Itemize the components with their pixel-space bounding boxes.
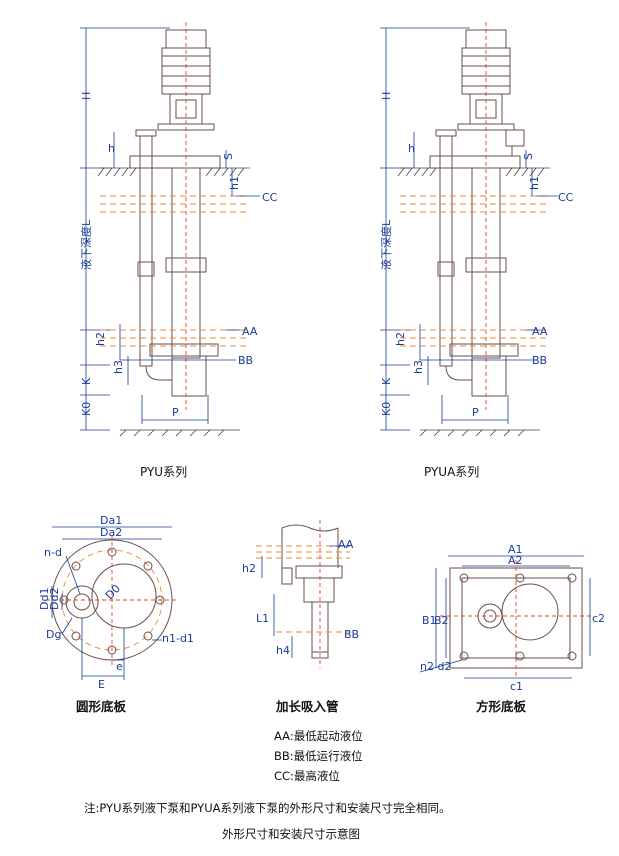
legend-cc: CC:最高液位 — [274, 769, 340, 783]
pyua-label-K0: K0 — [380, 402, 393, 416]
pyua-label-P: P — [472, 406, 479, 419]
pyua-label-AA: AA — [532, 325, 548, 338]
legend-bb: BB:最低运行液位 — [274, 749, 363, 763]
round-label-Dd2: Dd2 — [48, 588, 61, 610]
pipe-label-h2: h2 — [242, 562, 256, 575]
pyu-label-h3: h3 — [112, 360, 125, 374]
round-label-E: E — [98, 678, 105, 691]
pyu-label-h2: h2 — [94, 332, 107, 346]
square-plate-diagram: A1 A2 B1 B2 c2 n2 d2 c1 — [419, 543, 605, 693]
legend-aa: AA:最低起动液位 — [274, 729, 363, 743]
pyu-label-S: S — [222, 153, 235, 160]
pyu-label-K: K — [80, 377, 93, 385]
pyua-label-h2: h2 — [394, 332, 407, 346]
square-label-A2: A2 — [508, 554, 523, 567]
round-label-Dd1: Dd1 — [38, 588, 51, 610]
pyua-label-h1: h1 — [528, 176, 541, 190]
pyua-label-H: H — [380, 92, 393, 100]
pyu-label-h: h — [108, 142, 115, 155]
round-label-e: e — [116, 660, 123, 673]
suction-pipe-diagram: AA h2 L1 BB h4 — [242, 520, 359, 668]
pipe-label-h4: h4 — [276, 644, 290, 657]
pyua-label-BB: BB — [532, 354, 547, 367]
round-label-Da1: Da1 — [100, 514, 122, 527]
pyu-label-H: H — [80, 92, 93, 100]
pyua-label-h3: h3 — [412, 360, 425, 374]
pyua-diagram: H 液下深度L K K0 h h2 h3 — [379, 22, 574, 437]
suction-pipe-caption: 加长吸入管 — [275, 699, 339, 714]
round-label-Dg: Dg — [46, 628, 61, 641]
pyu-label-K0: K0 — [80, 402, 93, 416]
pipe-label-L1: L1 — [256, 612, 269, 625]
pyu-label-BB: BB — [238, 354, 253, 367]
round-label-Da2: Da2 — [100, 526, 122, 539]
round-label-D0: D0 — [103, 582, 123, 602]
round-label-n1d1: n1-d1 — [162, 632, 194, 645]
square-label-B2: B2 — [434, 614, 449, 627]
pyua-label-K: K — [380, 377, 393, 385]
round-plate-caption: 圆形底板 — [76, 699, 127, 714]
footnote: 注:PYU系列液下泵和PYUA系列液下泵的外形尺寸和安装尺寸完全相同。 — [84, 801, 451, 815]
square-label-B1: B1 — [422, 614, 437, 627]
pipe-label-AA: AA — [338, 538, 354, 551]
pyu-diagram: H 液下深度L K K0 h h2 h3 — [79, 22, 278, 437]
pyua-caption: PYUA系列 — [424, 465, 479, 479]
square-label-c1: c1 — [510, 680, 523, 693]
pyu-caption: PYU系列 — [140, 465, 187, 479]
square-plate-caption: 方形底板 — [476, 699, 527, 714]
pyua-label-CC: CC — [558, 191, 574, 204]
pyu-label-AA: AA — [242, 325, 258, 338]
round-plate-diagram: Da1 Da2 n-d Dd1 Dd2 D0 Dg n1-d1 e E — [38, 514, 194, 691]
round-label-nd: n-d — [44, 546, 62, 559]
pipe-label-BB: BB — [344, 628, 359, 641]
pyua-label-depth: 液下深度L — [379, 219, 393, 270]
pyu-label-P: P — [172, 406, 179, 419]
pyu-label-h1: h1 — [228, 176, 241, 190]
square-label-A1: A1 — [508, 543, 523, 556]
pyu-label-CC: CC — [262, 191, 278, 204]
pyu-label-depth: 液下深度L — [79, 219, 93, 270]
square-label-c2: c2 — [592, 612, 605, 625]
footer-title: 外形尺寸和安装尺寸示意图 — [222, 827, 360, 841]
pyua-label-S: S — [522, 153, 535, 160]
pyua-label-h: h — [408, 142, 415, 155]
